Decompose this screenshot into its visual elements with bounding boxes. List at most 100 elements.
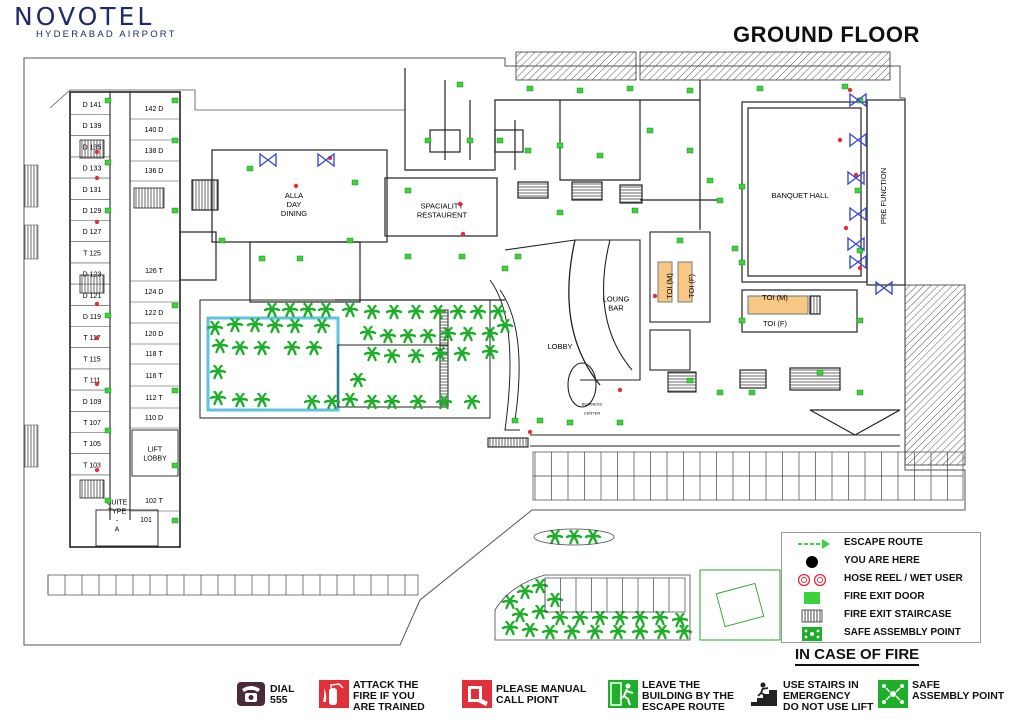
fire-exit-door-marker <box>686 147 694 154</box>
fire-exit-door-marker <box>854 187 862 194</box>
palm-tree-icon <box>341 392 359 408</box>
palm-tree-icon <box>469 304 487 320</box>
palm-tree-icon <box>546 592 564 608</box>
room-number-right: 124 D <box>145 289 164 296</box>
telephone-icon <box>237 682 265 706</box>
hose-reel-marker <box>293 183 299 189</box>
room-number-left: D 133 <box>83 166 102 173</box>
palm-tree-icon <box>496 318 514 334</box>
legend-label: HOSE REEL / WET USER <box>844 573 963 584</box>
double-door-icon <box>847 170 865 186</box>
toilet-m-label: TOI (M) <box>665 273 674 299</box>
legend-safe-assembly-point: SAFE ASSEMBLY POINT <box>782 625 982 643</box>
top-canopy-left <box>515 51 637 81</box>
toilet-f-banquet-label: TOI (F) <box>763 319 788 328</box>
double-door-icon <box>849 132 867 148</box>
palm-tree-icon <box>609 624 627 640</box>
legend-label: SAFE ASSEMBLY POINT <box>844 627 961 638</box>
palm-tree-icon <box>611 610 629 626</box>
palm-tree-icon <box>586 624 604 640</box>
palm-tree-icon <box>211 338 229 354</box>
palm-tree-icon <box>531 578 549 594</box>
palm-tree-icon <box>385 304 403 320</box>
right-ramp <box>904 284 966 466</box>
fire-exit-door-marker <box>841 83 849 90</box>
room-number-right: 126 T <box>145 268 163 275</box>
legend-you-are-here: YOU ARE HERE <box>782 553 982 571</box>
palm-tree-icon <box>481 326 499 342</box>
lift-lobby-box <box>131 429 179 477</box>
palm-tree-icon <box>299 302 317 318</box>
palm-tree-icon <box>317 302 335 318</box>
fire-exit-door-marker <box>104 427 112 434</box>
fire-exit-door-marker <box>258 255 266 262</box>
legend-label: FIRE EXIT DOOR <box>844 591 925 602</box>
fire-exit-door-marker <box>456 81 464 88</box>
fire-exit-door-marker <box>731 245 739 252</box>
palm-tree-icon <box>563 624 581 640</box>
palm-tree-icon <box>546 529 564 545</box>
palm-tree-icon <box>231 340 249 356</box>
palm-tree-icon <box>349 372 367 388</box>
fire-exit-door-marker <box>104 312 112 319</box>
courtyard <box>199 279 520 431</box>
room-number-left: D 109 <box>83 399 102 406</box>
banquet-hall-label: BANQUET HALL <box>772 191 829 200</box>
fire-exit-door-marker <box>104 97 112 104</box>
room-number-right: 120 D <box>145 331 164 338</box>
palm-tree-icon <box>313 318 331 334</box>
fire-exit-door-marker <box>616 419 624 426</box>
novotel-logo: NOVOTEL HYDERABAD AIRPORT <box>14 2 177 40</box>
stair-wing-right <box>133 187 165 209</box>
stair-wing-bottom <box>79 479 105 499</box>
palm-tree-icon <box>303 394 321 410</box>
safe-assembly-point-icon <box>802 627 822 641</box>
palm-tree-icon <box>363 394 381 410</box>
hose-reel-marker <box>94 149 100 155</box>
fire-exit-door-marker <box>218 237 226 244</box>
fire-extinguisher-icon <box>319 680 349 708</box>
palm-tree-icon <box>435 394 453 410</box>
fire-exit-door-marker <box>626 85 634 92</box>
palm-tree-icon <box>651 610 669 626</box>
fire-exit-door-marker <box>501 265 509 272</box>
hose-reel-marker <box>527 429 533 435</box>
palm-tree-icon <box>449 304 467 320</box>
palm-tree-icon <box>631 610 649 626</box>
fire-exit-door-marker <box>576 87 584 94</box>
pre-function-label: PRE FUNCTION <box>879 168 888 224</box>
fire-exit-door-marker <box>748 389 756 396</box>
palm-tree-icon <box>323 394 341 410</box>
palm-tree-icon <box>286 318 304 334</box>
room-number-right: 142 D <box>145 106 164 113</box>
fire-exit-door-marker <box>104 207 112 214</box>
legend-escape-route: ESCAPE ROUTE <box>782 535 982 553</box>
palm-tree-icon <box>305 340 323 356</box>
hose-reel-marker <box>847 87 853 93</box>
palm-tree-icon <box>379 328 397 344</box>
palm-tree-icon <box>266 318 284 334</box>
legend-fire-exit-door: FIRE EXIT DOOR <box>782 589 982 607</box>
assembly-area-box <box>699 569 781 641</box>
room-number-left: T 117 <box>83 335 100 342</box>
palm-tree-icon <box>246 317 264 333</box>
room-number-right: 110 D <box>145 415 163 422</box>
palm-tree-icon <box>419 328 437 344</box>
legend-hose-reel: HOSE REEL / WET USER <box>782 571 982 589</box>
palm-tree-icon <box>591 610 609 626</box>
fire-exit-door-marker <box>424 137 432 144</box>
room-number-left: T 115 <box>83 356 100 363</box>
palm-tree-icon <box>209 364 227 380</box>
traffic-island <box>533 528 615 546</box>
palm-tree-icon <box>511 607 529 623</box>
fire-exit-door-marker <box>526 85 534 92</box>
palm-tree-icon <box>551 610 569 626</box>
